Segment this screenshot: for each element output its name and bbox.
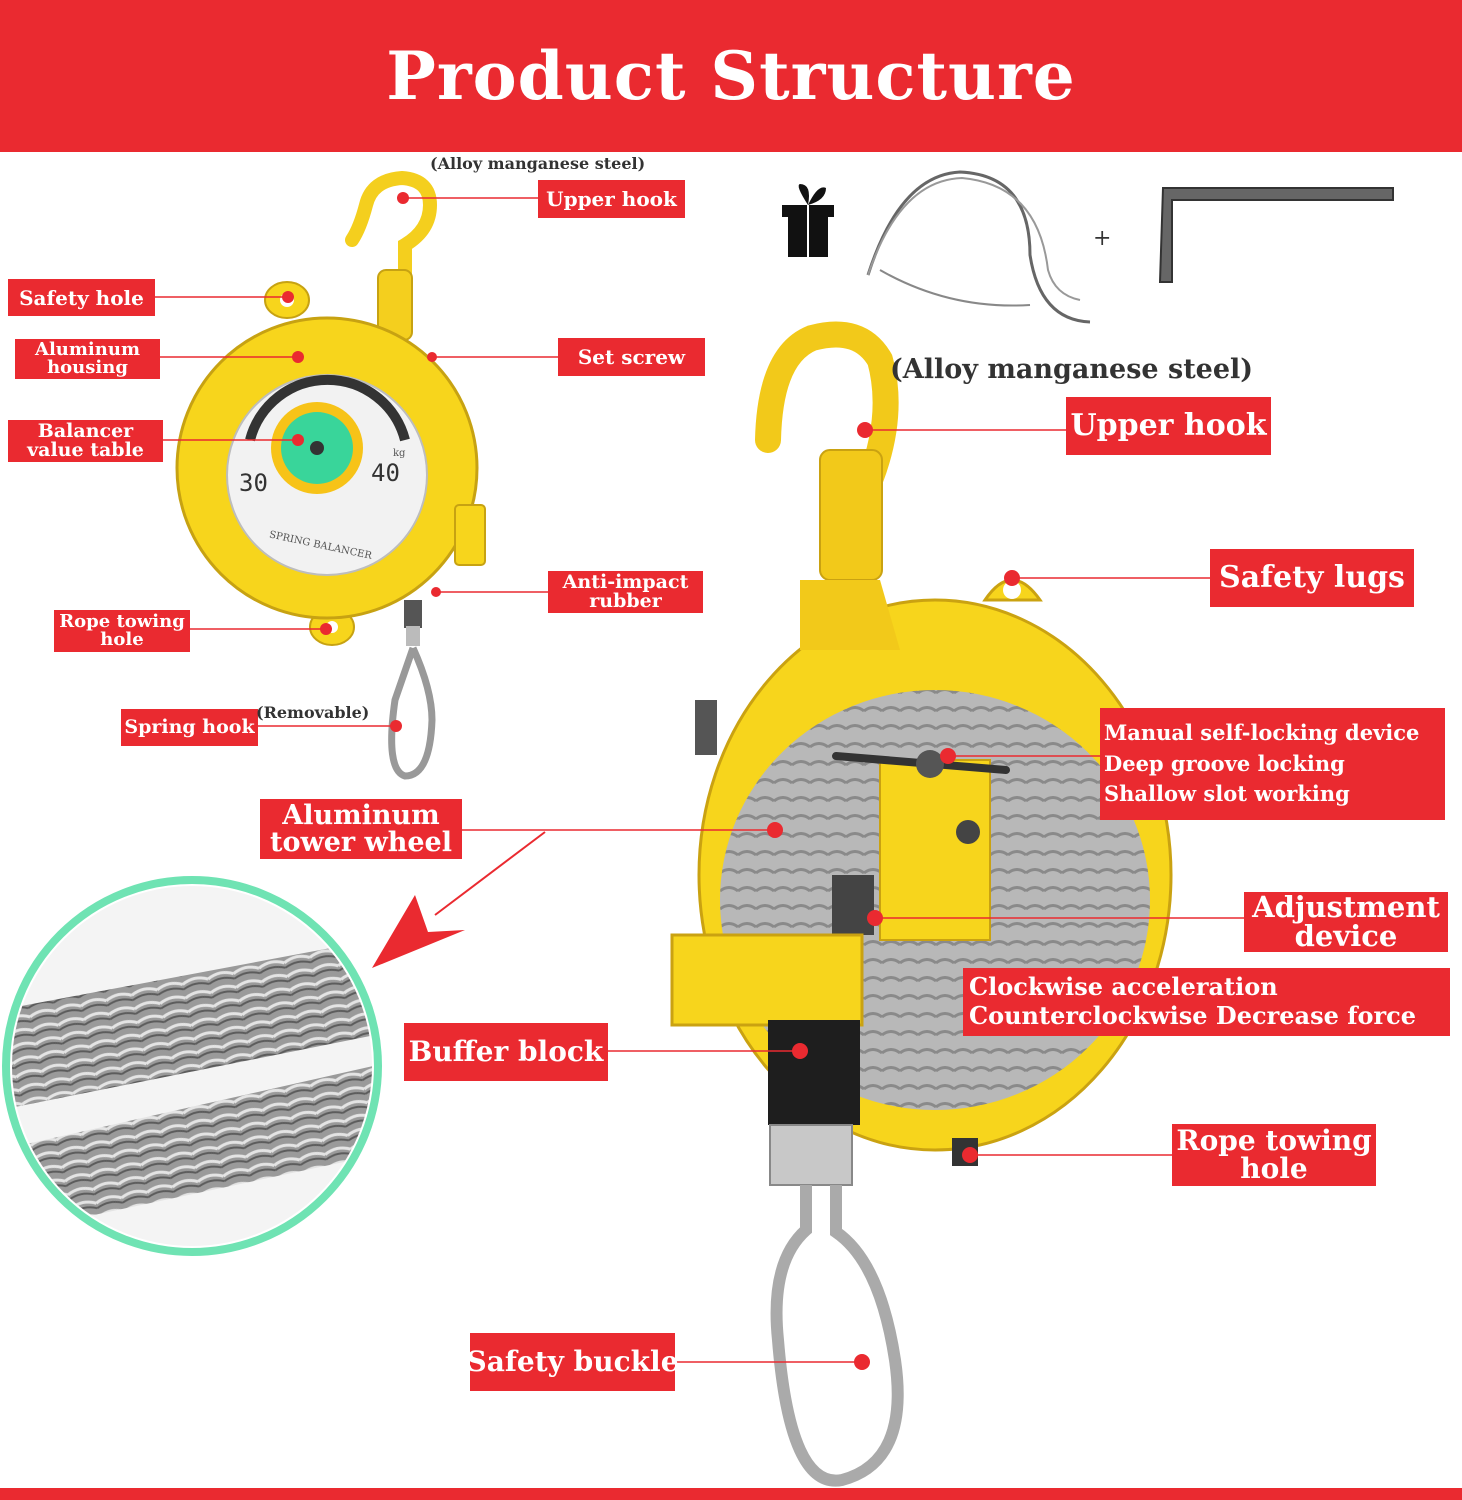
label-text: Upper hook <box>546 187 677 211</box>
label-line-1: Aluminum <box>35 339 140 360</box>
label-line-2: hole <box>100 629 144 650</box>
label-line-1: Clockwise acceleration <box>969 972 1278 1002</box>
label-line-2: device <box>1294 919 1398 953</box>
safety-buckle-label: Safety buckle <box>467 1333 679 1391</box>
small-spring-hook-shape <box>388 646 436 780</box>
safety-buckle-shape <box>770 1185 904 1487</box>
page-title: Product Structure <box>386 37 1076 115</box>
small-rope-towing-hole-label: Rope towing hole <box>54 610 190 652</box>
bottom-bar <box>0 1488 1462 1500</box>
adjustment-device-label: Adjustment device <box>1244 892 1448 952</box>
header-banner: Product Structure <box>0 0 1462 152</box>
label-line-2: Deep groove locking <box>1104 750 1345 776</box>
small-balancer <box>175 170 486 780</box>
hex-key-icon <box>1158 187 1394 283</box>
safety-hole-label: Safety hole <box>8 279 155 316</box>
accessories <box>782 170 1394 324</box>
safety-lugs-label: Safety lugs <box>1210 549 1414 607</box>
large-rope-towing-hole-label: Rope towing hole <box>1172 1124 1376 1186</box>
small-upper-hook-shape <box>345 170 438 337</box>
leader-dots <box>282 192 1020 1370</box>
adjustment-direction-label: Clockwise acceleration Counterclockwise … <box>963 968 1450 1036</box>
label-line-3: Shallow slot working <box>1104 781 1350 807</box>
label-text: Safety hole <box>19 285 144 310</box>
label-line-1: Adjustment <box>1252 890 1440 924</box>
label-line-1: Balancer <box>37 420 134 442</box>
label-line-2: rubber <box>589 590 662 612</box>
large-upper-hook-note: (Alloy manganese steel) <box>890 354 1254 385</box>
label-text: Spring hook <box>124 716 255 738</box>
label-line-2: Counterclockwise Decrease force <box>969 1001 1417 1030</box>
plus-sign: + <box>1093 226 1111 251</box>
label-line-1: Anti-impact <box>562 571 689 593</box>
set-screw-label: Set screw <box>558 338 705 376</box>
closeup-arrow <box>372 895 465 968</box>
label-line-1: Aluminum <box>282 800 440 831</box>
dial-value-high: 40 <box>371 459 400 487</box>
closeup-pointer-line <box>434 831 546 916</box>
anti-impact-rubber-label: Anti-impact rubber <box>548 571 703 613</box>
label-line-2: tower wheel <box>269 827 452 858</box>
label-line-2: value table <box>27 439 144 461</box>
wire-rope-icon <box>866 170 1091 324</box>
label-text: Safety lugs <box>1219 560 1405 595</box>
dial-value-low: 30 <box>239 469 268 497</box>
label-text: Upper hook <box>1070 408 1267 443</box>
gift-icon <box>782 184 834 257</box>
small-upper-hook-label: Upper hook <box>538 180 685 218</box>
label-line-2: hole <box>1240 1152 1308 1185</box>
label-text: Safety buckle <box>466 1345 679 1378</box>
aluminum-housing-label: Aluminum housing <box>15 339 160 379</box>
label-line-1: Rope towing <box>1176 1124 1372 1157</box>
label-line-2: housing <box>47 357 128 378</box>
label-line-1: Manual self-locking device <box>1104 720 1420 746</box>
spring-hook-label: Spring hook <box>121 709 258 746</box>
large-upper-hook-label: Upper hook <box>1066 397 1271 455</box>
leader-lines <box>155 197 1245 1363</box>
buffer-block-label: Buffer block <box>404 1023 608 1081</box>
label-line-1: Rope towing <box>59 611 185 632</box>
aluminum-tower-wheel-label: Aluminum tower wheel <box>260 799 462 859</box>
label-text: Buffer block <box>408 1035 604 1068</box>
small-upper-hook-note: (Alloy manganese steel) <box>430 154 646 173</box>
locking-device-label: Manual self-locking device Deep groove l… <box>1100 708 1445 820</box>
balancer-value-table-label: Balancer value table <box>8 420 163 462</box>
label-text: Set screw <box>577 345 686 369</box>
wire-rope-closeup <box>2 876 382 1256</box>
dial-unit: kg <box>393 448 406 459</box>
large-balancer <box>670 321 1173 1487</box>
removable-note: (Removable) <box>256 703 370 722</box>
